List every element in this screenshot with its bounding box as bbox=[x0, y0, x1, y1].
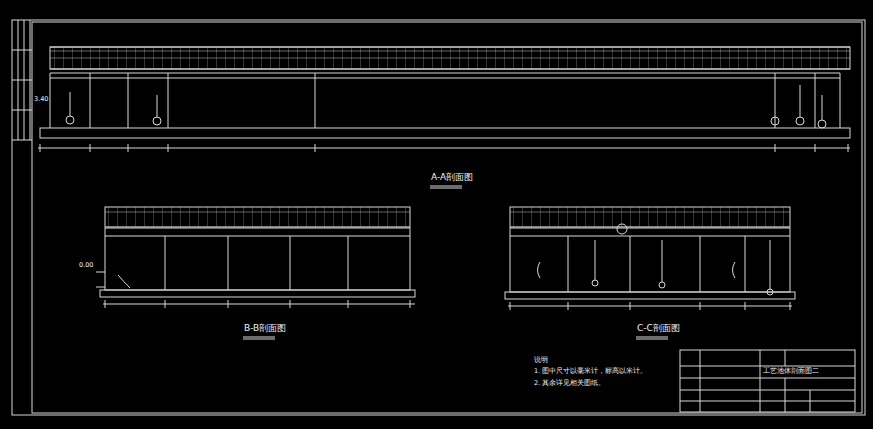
section-title: C-C剖面图 bbox=[636, 323, 681, 334]
section-title: A-A剖面图 bbox=[430, 172, 474, 183]
note-text: 1. 图中尺寸以毫米计，标高以米计。 bbox=[533, 368, 648, 376]
section-title: B-B剖面图 bbox=[243, 323, 287, 334]
elevation-label: 3.40 bbox=[33, 96, 49, 104]
title-block-cell: 工艺池体剖面图二 bbox=[762, 367, 820, 375]
elevation-label: 0.00 bbox=[78, 262, 94, 270]
note-text: 说明 bbox=[533, 356, 549, 364]
note-text: 2. 其余详见相关图纸。 bbox=[533, 380, 606, 388]
